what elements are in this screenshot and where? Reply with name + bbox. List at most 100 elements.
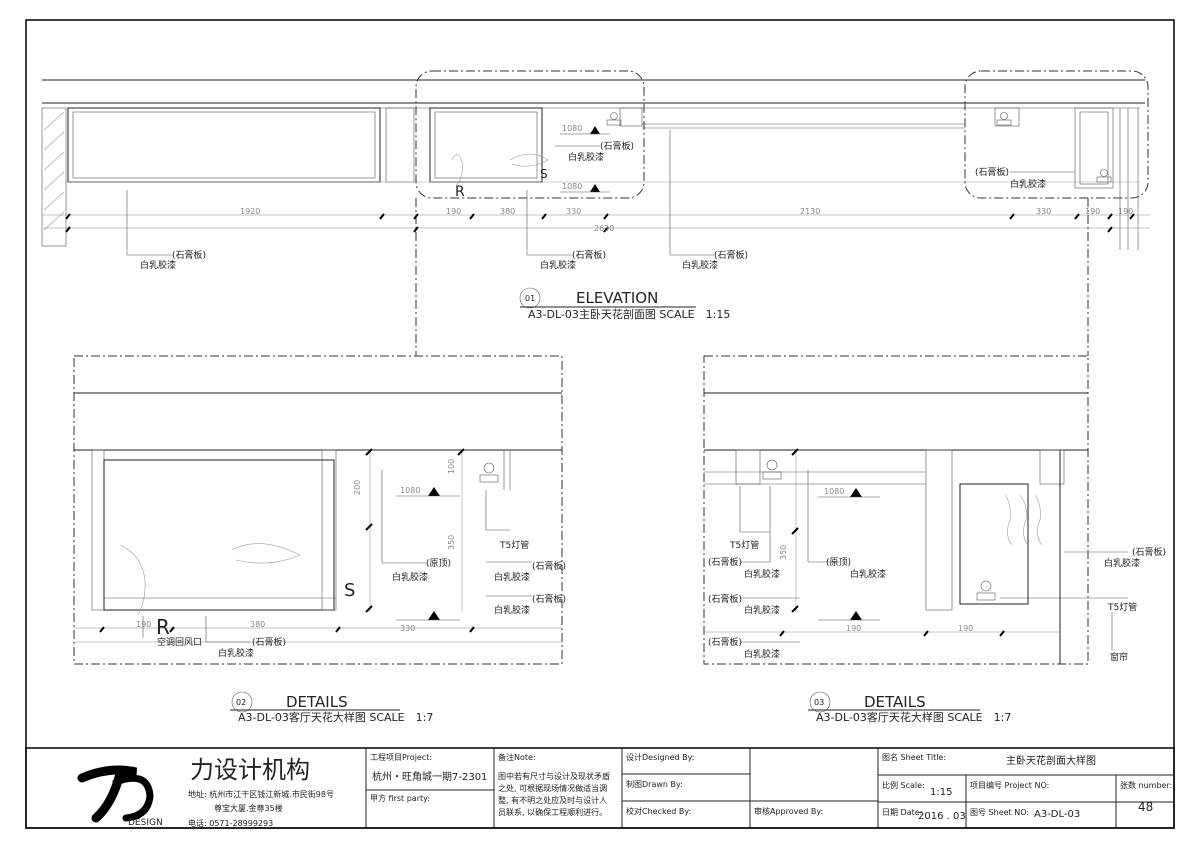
date-value: 2016 . 03 bbox=[918, 811, 966, 822]
scale-label: 比例 Scale: bbox=[882, 780, 925, 790]
svg-text:(石膏板): (石膏板) bbox=[252, 636, 286, 648]
svg-text:(原顶): (原顶) bbox=[826, 557, 851, 568]
dim-text: 100 bbox=[447, 459, 456, 474]
designed-by-label: 设计Designed By: bbox=[626, 752, 695, 762]
approved-by-label: 审核Approved By: bbox=[754, 806, 823, 816]
svg-text:(原顶): (原顶) bbox=[426, 558, 451, 569]
svg-text:白乳胶漆: 白乳胶漆 bbox=[218, 647, 254, 659]
detail-02-s-symbol: S bbox=[344, 580, 355, 601]
sheet-count-value: 48 bbox=[1138, 800, 1153, 814]
scale-value: 1:15 bbox=[930, 787, 952, 798]
detail-03-dimensions: 350 190 190 1080 bbox=[779, 487, 973, 633]
svg-text:(石膏板): (石膏板) bbox=[1132, 546, 1166, 558]
logo-text: DESIGN bbox=[128, 818, 163, 828]
svg-text:01: 01 bbox=[525, 294, 535, 303]
svg-text:白乳胶漆: 白乳胶漆 bbox=[744, 568, 780, 580]
svg-text:(石膏板): (石膏板) bbox=[532, 560, 566, 572]
svg-text:白乳胶漆: 白乳胶漆 bbox=[140, 259, 176, 271]
level-marker-icon bbox=[850, 611, 862, 620]
svg-text:(石膏板): (石膏板) bbox=[172, 249, 206, 261]
sheet-no-label: 图号 Sheet NO: bbox=[970, 808, 1029, 817]
sheet-count-label: 张数 number: bbox=[1120, 780, 1172, 790]
svg-text:白乳胶漆: 白乳胶漆 bbox=[494, 571, 530, 583]
level-marker-icon bbox=[590, 184, 600, 192]
dim-text: 2130 bbox=[800, 207, 820, 216]
level-marker-icon bbox=[428, 487, 440, 496]
svg-text:(石膏板): (石膏板) bbox=[532, 593, 566, 605]
svg-text:T5灯管: T5灯管 bbox=[1107, 601, 1137, 613]
svg-text:(石膏板): (石膏板) bbox=[975, 166, 1009, 178]
level-marker-icon bbox=[428, 611, 440, 620]
elevation-title: 01 ELEVATION A3-DL-03主卧天花剖面图 SCALE 1:15 bbox=[519, 287, 730, 321]
svg-text:白乳胶漆: 白乳胶漆 bbox=[850, 568, 886, 580]
svg-text:白乳胶漆: 白乳胶漆 bbox=[1010, 178, 1046, 190]
svg-text:白乳胶漆: 白乳胶漆 bbox=[744, 604, 780, 616]
sheet-title-value: 主卧天花剖面大样图 bbox=[1006, 754, 1096, 767]
company-address: 地址: 杭州市江干区钱江新城.市民街98号 bbox=[188, 789, 334, 799]
elevation-s-symbol: S bbox=[540, 167, 548, 181]
elevation-drawing: R S 1920 190 380 330 2130 330 190 190 26… bbox=[41, 70, 1150, 356]
detail-callout-02 bbox=[415, 70, 645, 199]
detail-02-dimensions: 200 350 100 190 380 330 1080 bbox=[136, 459, 456, 633]
detail-02-title: 02 DETAILS A3-DL-03客厅天花大样图 SCALE 1:7 bbox=[230, 691, 433, 724]
dim-text: 1920 bbox=[240, 207, 260, 216]
first-party-label: 甲方 first party: bbox=[370, 793, 430, 803]
note-line: 整, 有不明之处应及时与设计人 bbox=[498, 795, 607, 805]
svg-text:白乳胶漆: 白乳胶漆 bbox=[744, 648, 780, 660]
detail-02-notes: (原顶) 白乳胶漆 T5灯管 (石膏板) 白乳胶漆 (石膏板) 白乳胶漆 (石膏… bbox=[142, 470, 566, 659]
svg-text:(石膏板): (石膏板) bbox=[600, 140, 634, 152]
dim-text: 330 bbox=[566, 207, 581, 216]
dim-text: 190 bbox=[846, 624, 861, 633]
svg-text:窗帘: 窗帘 bbox=[1110, 651, 1128, 663]
svg-text:(石膏板): (石膏板) bbox=[708, 556, 742, 568]
detail-03-notes: T5灯管 (石膏板) 白乳胶漆 (原顶) 白乳胶漆 (石膏板) 白乳胶漆 (石膏… bbox=[708, 470, 1166, 663]
date-label: 日期 Date: bbox=[882, 808, 922, 817]
company-name: 力设计机构 bbox=[190, 756, 310, 784]
light-fixture-icon bbox=[606, 112, 622, 126]
dim-text: 200 bbox=[353, 480, 362, 495]
svg-text:T5灯管: T5灯管 bbox=[499, 539, 529, 551]
dim-text: 1080 bbox=[562, 182, 582, 191]
svg-text:(石膏板): (石膏板) bbox=[708, 636, 742, 648]
svg-text:空调回风口: 空调回风口 bbox=[157, 636, 202, 648]
svg-text:白乳胶漆: 白乳胶漆 bbox=[1104, 557, 1140, 569]
light-fixture-icon bbox=[1096, 169, 1112, 183]
dim-text: 380 bbox=[250, 620, 265, 629]
dim-text: 350 bbox=[779, 545, 788, 560]
elevation-notes: (石膏板) 白乳胶漆 (石膏板) 白乳胶漆 (石膏板) 白乳胶漆 (石膏板) 白… bbox=[126, 130, 1075, 271]
svg-text:02: 02 bbox=[236, 698, 246, 707]
detail-02-drawing: R S 200 350 100 190 380 330 1080 (原顶) 白乳… bbox=[73, 355, 566, 724]
svg-text:T5灯管: T5灯管 bbox=[729, 539, 759, 551]
company-phone: 电话: 0571-28999293 bbox=[188, 818, 273, 828]
svg-text:白乳胶漆: 白乳胶漆 bbox=[392, 571, 428, 583]
sheet-title-label: 图名 Sheet Title: bbox=[882, 752, 946, 762]
detail-02-r-symbol: R bbox=[156, 615, 170, 639]
svg-text:白乳胶漆: 白乳胶漆 bbox=[568, 151, 604, 163]
dim-text: 190 bbox=[958, 624, 973, 633]
light-fixture-icon bbox=[976, 580, 996, 601]
elevation-dimensions: 1920 190 380 330 2130 330 190 190 2630 1… bbox=[240, 124, 1133, 233]
svg-text:ELEVATION: ELEVATION bbox=[576, 289, 658, 307]
elevation-r-symbol: R bbox=[455, 184, 465, 200]
dim-text: 380 bbox=[500, 207, 515, 216]
svg-text:(石膏板): (石膏板) bbox=[708, 593, 742, 605]
svg-text:白乳胶漆: 白乳胶漆 bbox=[682, 259, 718, 271]
company-address-2: 尊宝大厦.金尊35楼 bbox=[214, 803, 283, 813]
title-block: DESIGN 力设计机构 地址: 杭州市江干区钱江新城.市民街98号 尊宝大厦.… bbox=[25, 747, 1175, 829]
light-fixture-icon bbox=[762, 459, 782, 480]
dim-text: 1080 bbox=[562, 124, 582, 133]
dim-text: 330 bbox=[400, 624, 415, 633]
dim-text: 1080 bbox=[824, 487, 844, 496]
project-no-label: 项目编号 Project NO: bbox=[970, 780, 1049, 790]
project-value: 杭州・旺角城一期7-2301 bbox=[372, 770, 487, 783]
detail-03-title: 03 DETAILS A3-DL-03客厅天花大样图 SCALE 1:7 bbox=[808, 691, 1011, 724]
sheet-no-value: A3-DL-03 bbox=[1034, 809, 1080, 820]
detail-callout-03 bbox=[964, 70, 1149, 199]
svg-text:白乳胶漆: 白乳胶漆 bbox=[540, 259, 576, 271]
dim-text: 190 bbox=[1085, 207, 1100, 216]
project-label: 工程项目Project: bbox=[370, 753, 432, 762]
level-marker-icon bbox=[850, 488, 862, 497]
dim-text: 190 bbox=[446, 207, 461, 216]
svg-text:白乳胶漆: 白乳胶漆 bbox=[494, 604, 530, 616]
